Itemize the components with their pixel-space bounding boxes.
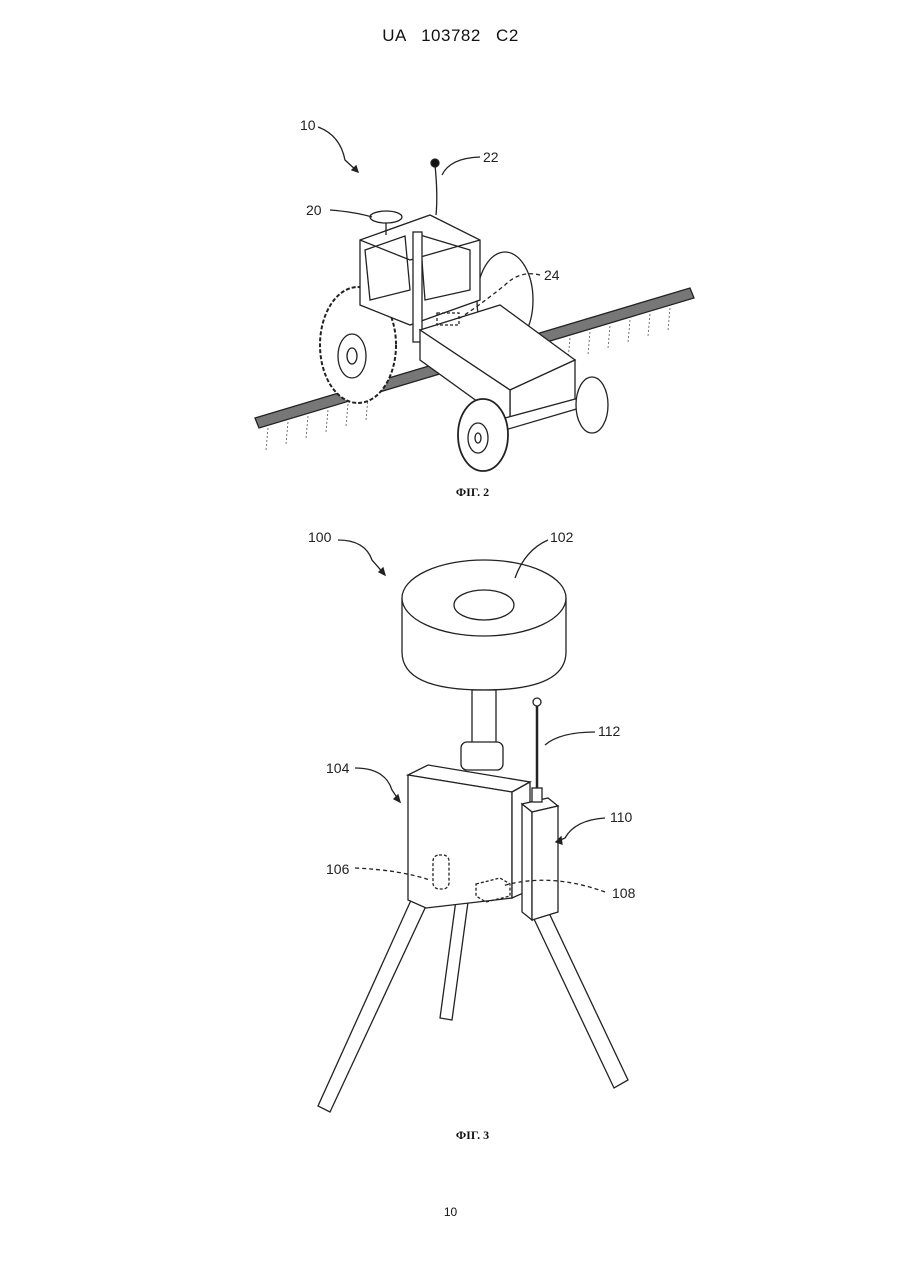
label-102: 102 — [550, 529, 574, 545]
figure-3-base-station-drawing: 100 102 112 104 110 106 108 — [0, 520, 901, 1120]
housing-box — [408, 765, 530, 908]
patent-header: UA 103782 C2 — [0, 26, 901, 46]
label-108: 108 — [612, 885, 636, 901]
tripod-legs — [318, 894, 628, 1112]
label-100: 100 — [308, 529, 332, 545]
figure-2-caption: ФІГ. 2 — [22, 485, 901, 500]
label-110: 110 — [610, 809, 633, 825]
label-10: 10 — [300, 117, 316, 133]
label-106: 106 — [326, 861, 350, 877]
front-right-wheel — [576, 377, 608, 433]
label-112: 112 — [598, 723, 621, 739]
label-104: 104 — [326, 760, 350, 776]
figure-2-tractor-drawing: 10 20 22 24 — [0, 100, 901, 480]
label-20: 20 — [306, 202, 322, 218]
figure-3-caption: ФІГ. 3 — [22, 1128, 901, 1143]
antenna-tip — [431, 159, 439, 167]
label-24: 24 — [544, 267, 560, 283]
antenna-disc — [402, 560, 566, 690]
front-left-wheel — [458, 399, 508, 471]
page-number: 10 — [0, 1205, 901, 1219]
antenna-dome — [370, 211, 402, 223]
label-22: 22 — [483, 149, 499, 165]
radio-unit — [522, 788, 558, 920]
exhaust-pipe — [413, 232, 422, 342]
antenna-mast — [435, 165, 437, 215]
mast-coupling — [461, 742, 503, 770]
